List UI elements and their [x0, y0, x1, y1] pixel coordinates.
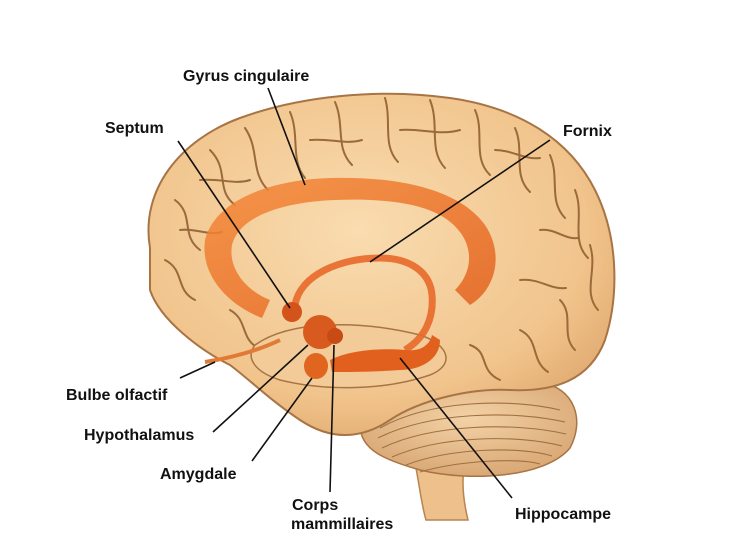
leader-corps [329, 344, 335, 493]
leader-lines [177, 87, 551, 499]
leader-hippocampe [399, 357, 513, 499]
label-bulbe-olfactif: Bulbe olfactif [66, 387, 168, 404]
hippocampus-shape [330, 335, 440, 372]
label-corps-line2: mammillaires [291, 516, 394, 533]
leader-hypothalamus [212, 344, 309, 433]
leader-fornix [369, 139, 551, 263]
label-amygdale: Amygdale [160, 466, 237, 483]
leader-bulbe [179, 361, 216, 379]
leader-amygdale [251, 377, 313, 462]
septum-shape [282, 302, 302, 322]
mammillary-shape [327, 328, 343, 344]
label-fornix: Fornix [563, 123, 612, 140]
label-hippocampe: Hippocampe [515, 506, 612, 523]
label-corps-mammillaires: Corps mammillaires [291, 496, 394, 534]
label-gyrus-cingulaire: Gyrus cingulaire [183, 68, 310, 85]
leader-gyrus [267, 87, 306, 186]
label-septum: Septum [105, 120, 164, 137]
amygdala-shape [304, 353, 328, 379]
olfactory-tract [204, 338, 281, 364]
label-corps-line1: Corps [292, 497, 339, 514]
leader-septum [177, 140, 291, 309]
label-hypothalamus: Hypothalamus [84, 427, 195, 444]
cerebellum-folia [377, 402, 567, 473]
fornix-arc [291, 254, 436, 354]
